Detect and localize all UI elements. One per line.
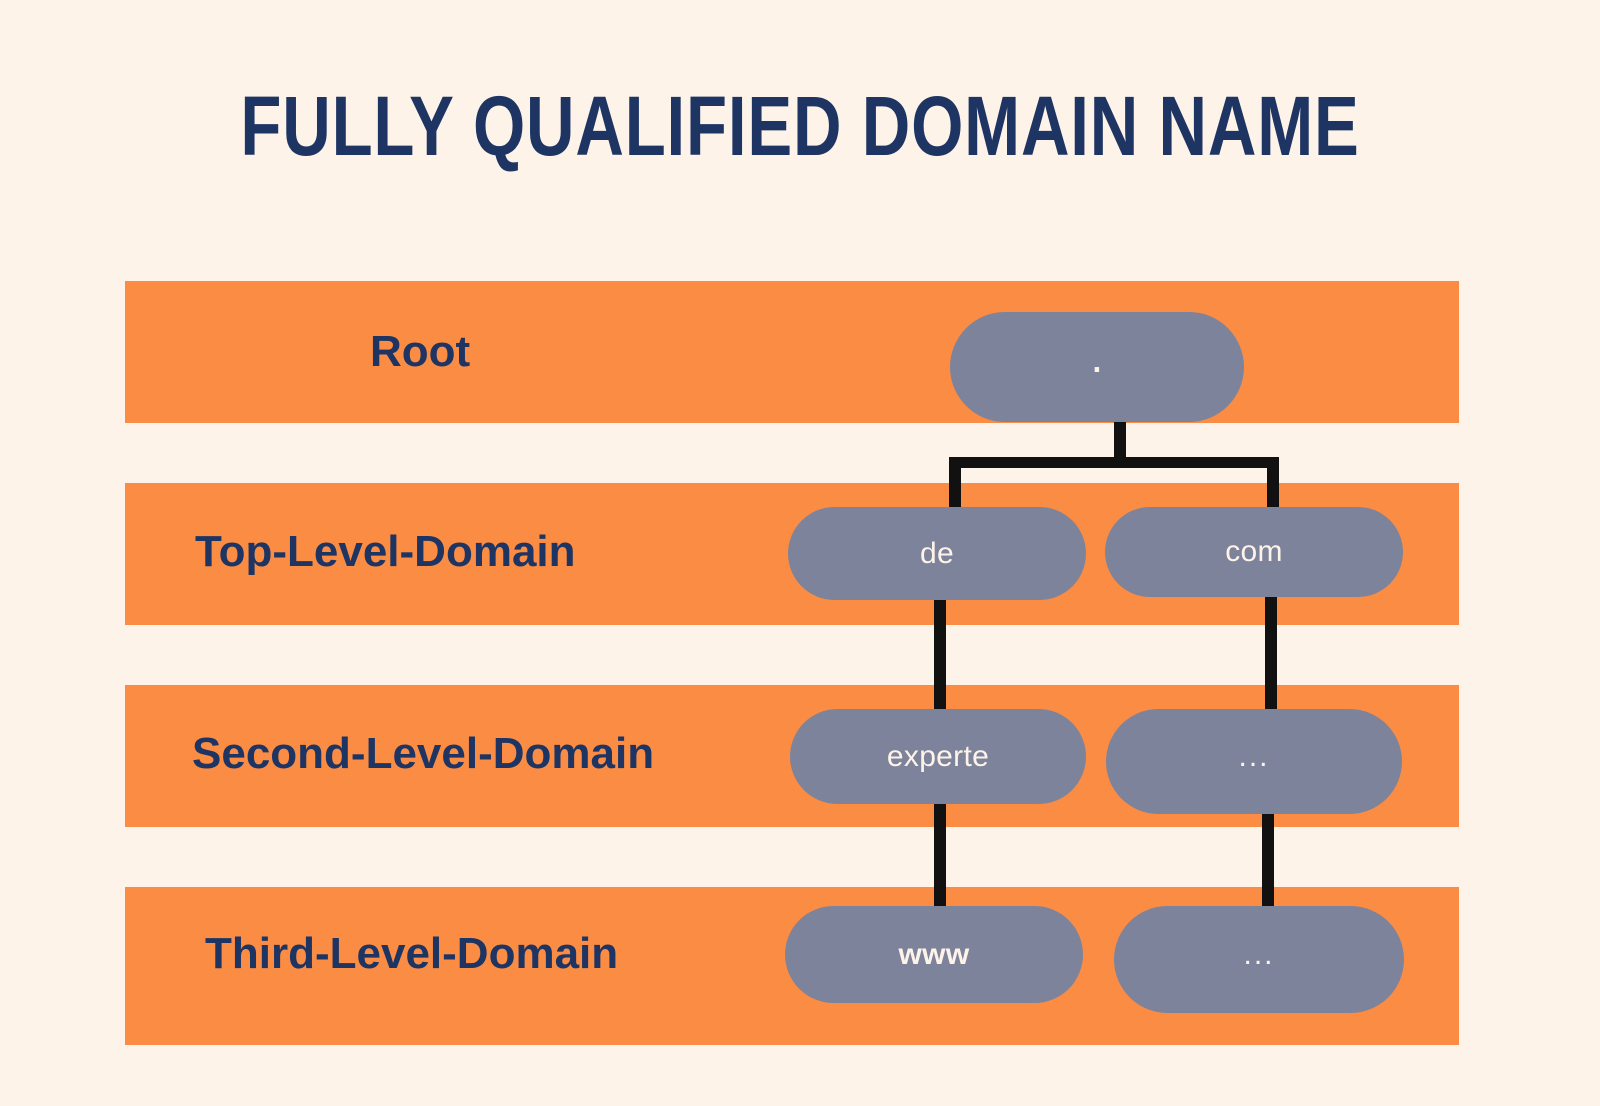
node-tld-de[interactable]: de bbox=[788, 507, 1086, 600]
row-band-root bbox=[125, 281, 1459, 423]
node-sld-experte[interactable]: experte bbox=[790, 709, 1086, 804]
node-third-level-www[interactable]: www bbox=[785, 906, 1083, 1003]
connector-com-to-ellipsis bbox=[1265, 590, 1277, 725]
page-title: FULLY QUALIFIED DOMAIN NAME bbox=[240, 79, 1360, 173]
node-sld-ellipsis[interactable]: ... bbox=[1106, 709, 1402, 814]
node-tld-com[interactable]: com bbox=[1105, 507, 1403, 597]
row-label-third-level-domain: Third-Level-Domain bbox=[205, 929, 619, 978]
row-label-top-level-domain: Top-Level-Domain bbox=[195, 527, 576, 576]
connector-experte-to-www bbox=[934, 790, 946, 925]
row-label-root: Root bbox=[370, 327, 471, 376]
row-label-second-level-domain: Second-Level-Domain bbox=[192, 729, 655, 778]
connector-horizontal-bus bbox=[949, 457, 1279, 468]
connector-de-to-experte bbox=[934, 590, 946, 725]
node-third-level-ellipsis[interactable]: ... bbox=[1114, 906, 1404, 1013]
node-root[interactable]: . bbox=[950, 312, 1244, 422]
connector-ellipsis-to-ellipsis bbox=[1262, 790, 1274, 925]
